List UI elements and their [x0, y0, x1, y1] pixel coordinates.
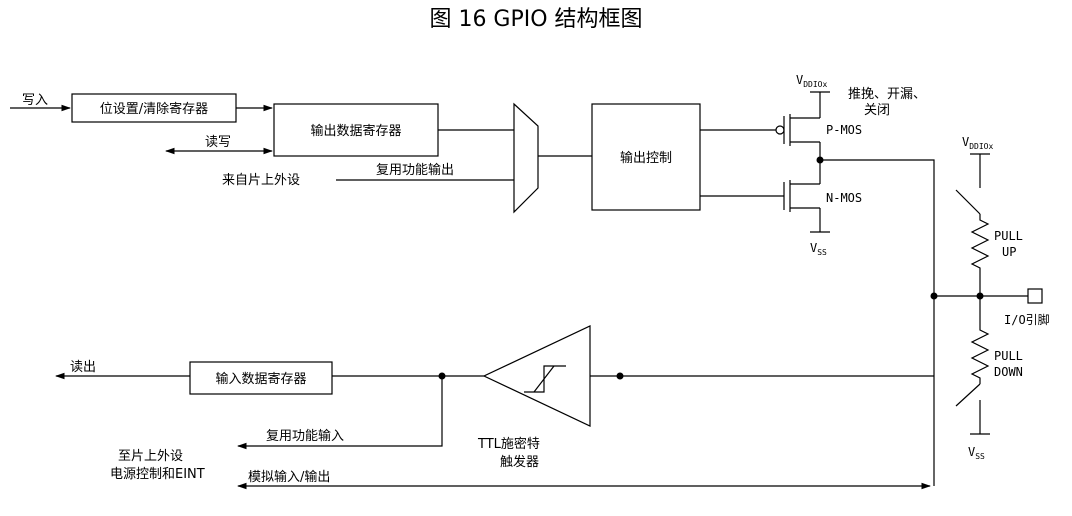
- label-ttl-schmitt-2: 触发器: [500, 454, 539, 470]
- pmos-gate-bubble: [775, 125, 785, 135]
- label-vddiox-right: VDDIOx: [962, 135, 994, 151]
- diagram-title: 图 16 GPIO 结构框图: [429, 7, 642, 32]
- label-pull-up-1: PULL: [994, 229, 1023, 243]
- label-alt-func-in: 复用功能输入: [266, 428, 344, 444]
- label-power-control-eint: 电源控制和EINT: [110, 467, 205, 482]
- wire-mos-output-to-bus: [820, 159, 935, 296]
- label-output-data-register: 输出数据寄存器: [310, 123, 401, 139]
- label-bit-set-reset-register: 位设置/清除寄存器: [100, 101, 208, 117]
- label-closed: 关闭: [864, 103, 890, 118]
- label-read-out: 读出: [70, 360, 96, 375]
- label-to-onchip-peripheral: 至片上外设: [118, 449, 183, 464]
- label-vss-right: VSS: [968, 445, 985, 461]
- node-trigger-input: [616, 372, 624, 380]
- label-analog-io: 模拟输入/输出: [248, 469, 330, 485]
- schmitt-hysteresis-symbol-2: [533, 365, 555, 393]
- pulldown-switch: [955, 383, 981, 407]
- label-read-write: 读写: [205, 135, 231, 150]
- input-data-register: [189, 361, 333, 395]
- label-alt-func-out: 复用功能输出: [376, 162, 454, 178]
- label-pull-down-2: DOWN: [994, 365, 1023, 379]
- output-mux: [513, 102, 539, 214]
- label-push-pull-open-drain: 推挽、开漏、: [848, 86, 926, 102]
- pullup-resistor: [970, 214, 990, 296]
- output-control-block: [591, 103, 701, 211]
- pulldown-resistor: [970, 296, 990, 384]
- ttl-schmitt-trigger: [482, 325, 591, 427]
- label-pull-up-2: UP: [1002, 245, 1016, 259]
- label-nmos: N-MOS: [826, 191, 862, 205]
- label-vss-nmos: VSS: [810, 241, 827, 257]
- label-ttl-schmitt-1: TTL施密特: [477, 436, 540, 452]
- wire-alt-func-in: [237, 376, 443, 450]
- io-pin-pad: [1027, 288, 1043, 304]
- label-input-data-register: 输入数据寄存器: [215, 371, 306, 387]
- label-write-in: 写入: [22, 93, 48, 108]
- label-pull-down-1: PULL: [994, 349, 1023, 363]
- label-io-pin: I/O引脚: [1004, 312, 1050, 327]
- label-pmos: P-MOS: [826, 123, 862, 137]
- label-vddiox-top: VDDIOx: [796, 73, 828, 89]
- label-from-onchip-peripheral: 来自片上外设: [222, 173, 300, 188]
- output-data-register: [273, 103, 439, 157]
- pullup-switch: [955, 189, 981, 215]
- label-output-control: 输出控制: [620, 150, 672, 166]
